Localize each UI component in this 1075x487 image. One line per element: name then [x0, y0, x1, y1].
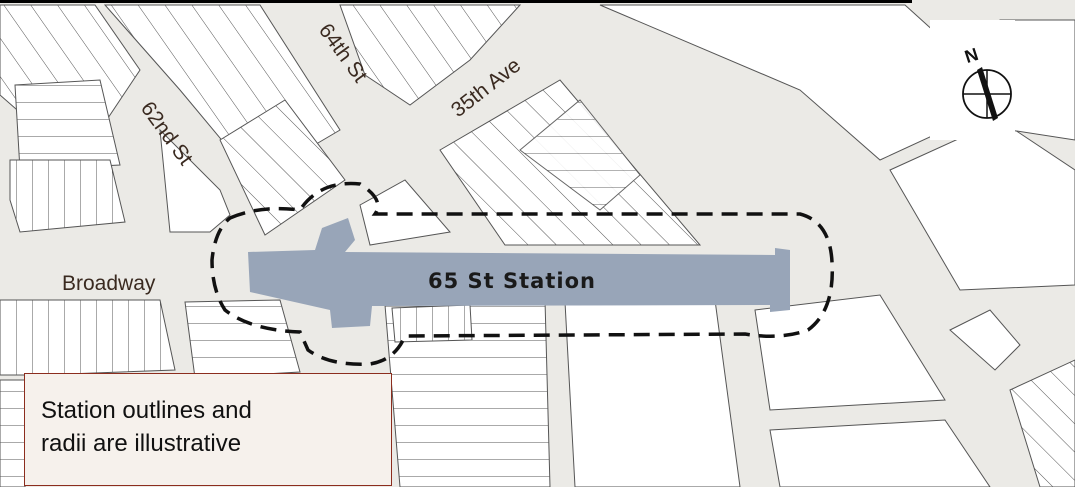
block [219, 99, 346, 236]
note-line-2: radii are illustrative [41, 430, 242, 457]
block [949, 309, 1021, 371]
street-label-broadway: Broadway [62, 272, 156, 295]
block [9, 159, 126, 233]
block [391, 304, 473, 343]
top-rule [0, 0, 912, 3]
station-label: 65 St Station [428, 269, 596, 293]
block [769, 419, 991, 487]
block [0, 299, 176, 376]
note-line-1: Station outlines and [41, 397, 252, 424]
compass-north-letter: N [962, 44, 981, 67]
illustrative-note: Station outlines and radii are illustrat… [24, 373, 392, 486]
block [159, 128, 231, 233]
north-arrow-icon: N [962, 44, 1012, 121]
block [339, 4, 522, 106]
block [14, 79, 121, 171]
block [519, 99, 641, 211]
block [0, 379, 26, 487]
station-radius-outline [210, 181, 835, 366]
block [1009, 359, 1075, 487]
station-footprint [248, 218, 790, 328]
block [184, 299, 301, 379]
block [754, 294, 946, 411]
block [564, 299, 741, 487]
compass-panel: N [930, 20, 1015, 140]
